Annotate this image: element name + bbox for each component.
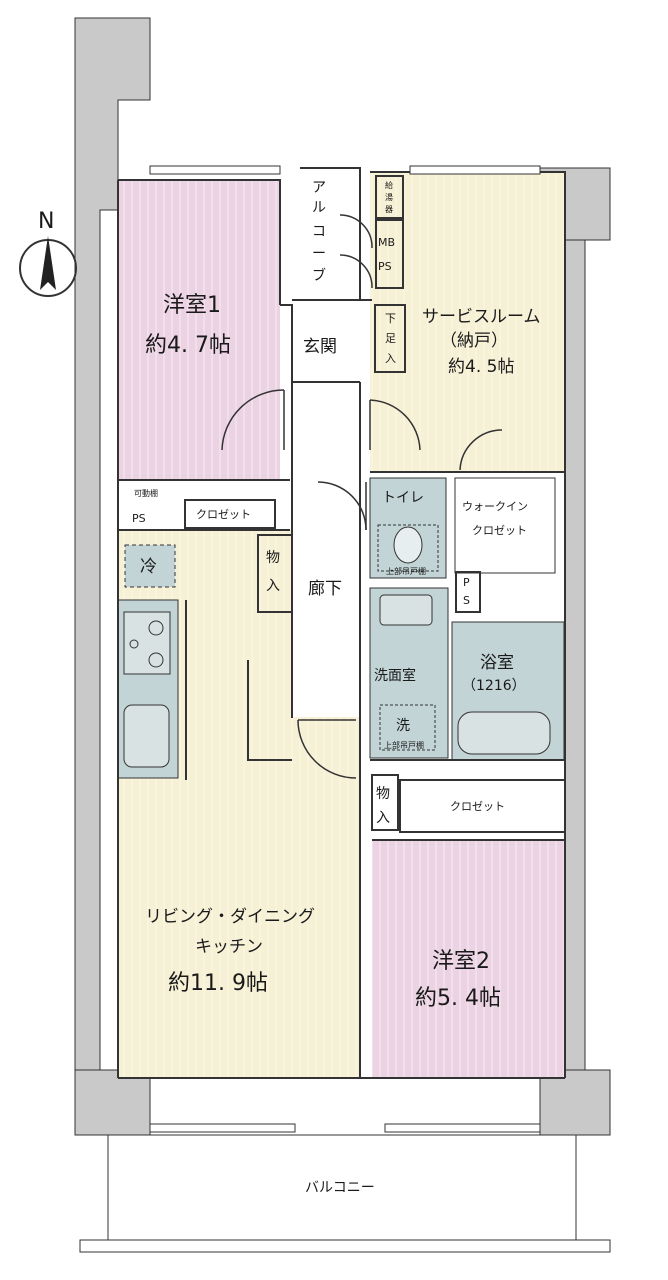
fridge-label: 冷 [140, 557, 157, 577]
bath-label: 浴室 [480, 653, 514, 673]
alcove-char-4: ー [312, 246, 326, 262]
storage1-char-1: 物 [266, 550, 280, 566]
ps2-char-1: P [463, 576, 470, 589]
walkin-closet [454, 477, 556, 574]
storage1-char-2: 入 [266, 578, 280, 594]
wash-label: 洗 [396, 718, 410, 734]
bath-size-label: （1216） [462, 678, 526, 694]
compass-rose: N [19, 209, 77, 297]
shoes-char-1: 下 [385, 312, 396, 325]
closet2-label: クロゼット [450, 800, 505, 813]
storage2-char-1: 物 [376, 786, 390, 802]
western1-size: 約4. 7帖 [145, 333, 231, 358]
bathtub [457, 711, 551, 755]
closet1-label: クロゼット [196, 508, 251, 521]
mb-ps-label: PS [378, 260, 392, 273]
alcove-char-2: ル [312, 200, 326, 216]
balcony [107, 1134, 577, 1241]
alcove-char-3: コ [312, 224, 326, 240]
hallway-label: 廊下 [308, 579, 342, 599]
service-sub: （納戸） [440, 331, 508, 351]
balcony-label: バルコニー [305, 1180, 375, 1196]
ps1-label: PS [132, 512, 146, 525]
ldk-name2: キッチン [195, 937, 263, 957]
heater-char-1: 給 [385, 180, 393, 190]
alcove-char-1: ア [312, 180, 326, 196]
exterior-walls [74, 17, 611, 1136]
walkin-label-1: ウォークイン [462, 500, 528, 513]
washing-machine-space [379, 704, 436, 751]
western2-name: 洋室2 [432, 949, 490, 974]
windows [149, 165, 541, 1133]
compass-north-label: N [38, 209, 54, 234]
ldk-name1: リビング・ダイニング [145, 907, 315, 927]
western2-size: 約5. 4帖 [415, 986, 501, 1011]
movable-shelf-label: 可動棚 [134, 488, 158, 498]
washroom-label: 洗面室 [374, 667, 416, 684]
shoes-char-3: 入 [385, 352, 396, 365]
entrance-label: 玄関 [303, 337, 337, 357]
kitchen-sink [123, 704, 170, 768]
interior-walls [117, 167, 566, 1079]
toilet-cabinet-label: 上部吊戸棚 [386, 566, 426, 576]
service-name: サービスルーム [422, 307, 541, 327]
walkin-label-2: クロゼット [472, 524, 527, 537]
ldk-size: 約11. 9帖 [168, 971, 268, 996]
western1-name: 洋室1 [163, 293, 221, 318]
heater-char-2: 湯 [385, 192, 393, 202]
toilet-label: トイレ [382, 490, 424, 506]
toilet-fixture [377, 524, 439, 572]
service-size: 約4. 5帖 [448, 357, 514, 377]
heater-char-3: 器 [385, 205, 393, 214]
door-swings [221, 214, 503, 779]
storage2-char-2: 入 [376, 810, 390, 826]
wash-cabinet-label: 上部吊戸棚 [384, 740, 424, 750]
wash-basin [379, 594, 433, 626]
ps2-char-2: S [463, 594, 470, 607]
fridge-space [124, 544, 176, 588]
alcove-char-5: ブ [312, 267, 326, 284]
mb-label: MB [378, 236, 395, 249]
stove [123, 611, 171, 675]
shoes-char-2: 足 [385, 332, 396, 345]
